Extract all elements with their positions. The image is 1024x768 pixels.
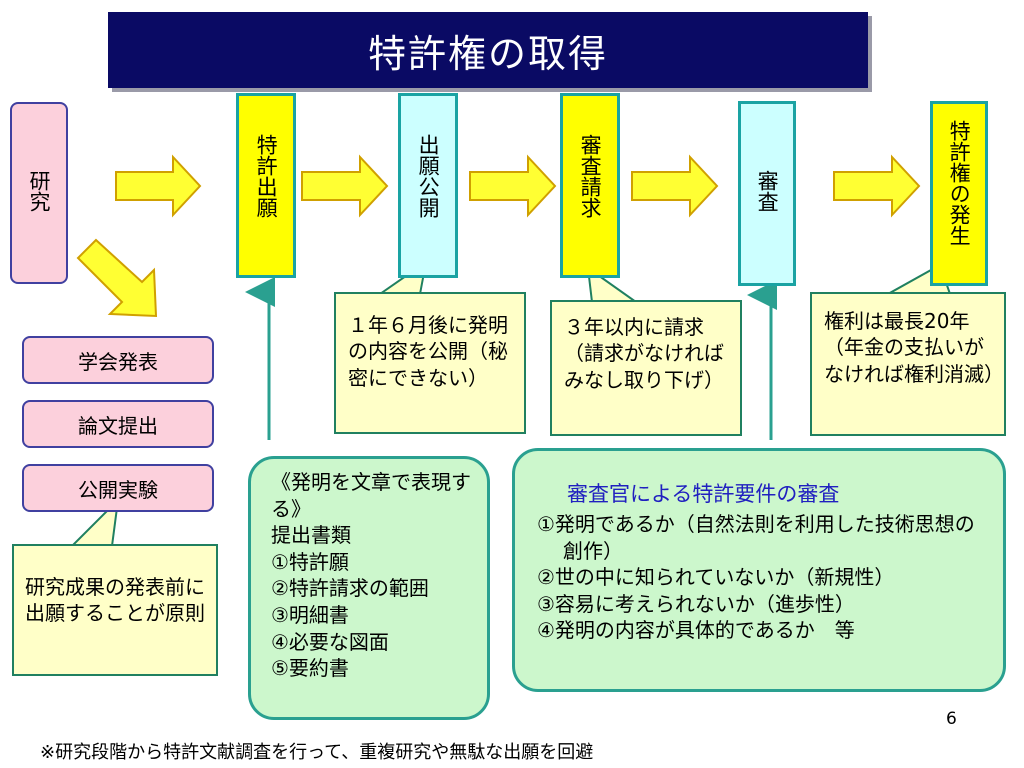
flow-arrow-5 xyxy=(833,154,921,218)
flow-arrow-1 xyxy=(115,154,202,218)
note-exam-request: ３年以内に請求（請求がなければみなし取り下げ） xyxy=(550,300,742,436)
examination-box: 審査官による特許要件の審査 ①発明であるか（自然法則を利用した技術思想の創作） … xyxy=(512,448,1006,692)
stage-exam-request-label: 審査請求 xyxy=(578,134,603,218)
stage-research-label: 研究 xyxy=(27,170,51,212)
stage-patent-grant: 特許権の発生 xyxy=(930,101,988,286)
documents-item: ⑤要約書 xyxy=(271,656,349,681)
stage-examination-label: 審査 xyxy=(755,170,780,212)
documents-box: 《発明を文章で表現する》 提出書類 ①特許願 ②特許請求の範囲 ③明細書 ④必要… xyxy=(248,456,490,720)
documents-item: ④必要な図面 xyxy=(271,629,389,654)
flow-arrow-3 xyxy=(469,154,557,218)
note-principle: 研究成果の発表前に出願することが原則 xyxy=(12,544,218,676)
footnote: ※研究段階から特許文献調査を行って、重複研究や無駄な出願を回避 xyxy=(40,742,594,763)
activity-conference: 学会発表 xyxy=(22,336,214,384)
documents-item: ①特許願 xyxy=(271,549,349,574)
stage-exam-request: 審査請求 xyxy=(560,93,620,278)
documents-item: ③明細書 xyxy=(271,602,349,627)
stage-patent-filing: 特許出願 xyxy=(236,93,296,278)
note-patent-right: 権利は最長20年（年金の支払いがなければ権利消滅） xyxy=(810,292,1006,436)
activity-demo: 公開実験 xyxy=(22,464,214,512)
documents-subheading: 提出書類 xyxy=(271,523,351,548)
flow-arrow-4 xyxy=(631,154,719,218)
note-publication: １年６月後に発明の内容を公開（秘密にできない） xyxy=(334,292,526,434)
documents-item: ②特許請求の範囲 xyxy=(271,576,429,601)
stage-publication-label: 出願公開 xyxy=(416,134,441,218)
examination-heading: 審査官による特許要件の審査 xyxy=(567,482,840,506)
page-number: 6 xyxy=(946,709,957,729)
stage-publication: 出願公開 xyxy=(398,93,458,278)
examination-item: ②世の中に知られていないか（新規性） xyxy=(537,565,895,590)
examination-item: ④発明の内容が具体的であるか 等 xyxy=(537,618,855,643)
examination-item: ③容易に考えられないか（進歩性） xyxy=(537,591,855,616)
activity-paper: 論文提出 xyxy=(22,400,214,448)
flow-arrow-2 xyxy=(301,154,389,218)
page-title: 特許権の取得 xyxy=(108,12,868,88)
stage-research: 研究 xyxy=(10,102,68,284)
documents-heading: 《発明を文章で表現する》 xyxy=(271,470,471,521)
flow-arrow-diagonal xyxy=(76,238,158,318)
examination-item: ①発明であるか（自然法則を利用した技術思想の創作） xyxy=(537,511,975,563)
stage-patent-grant-label: 特許権の発生 xyxy=(947,120,972,246)
stage-patent-filing-label: 特許出願 xyxy=(254,134,279,218)
stage-examination: 審査 xyxy=(738,101,796,286)
